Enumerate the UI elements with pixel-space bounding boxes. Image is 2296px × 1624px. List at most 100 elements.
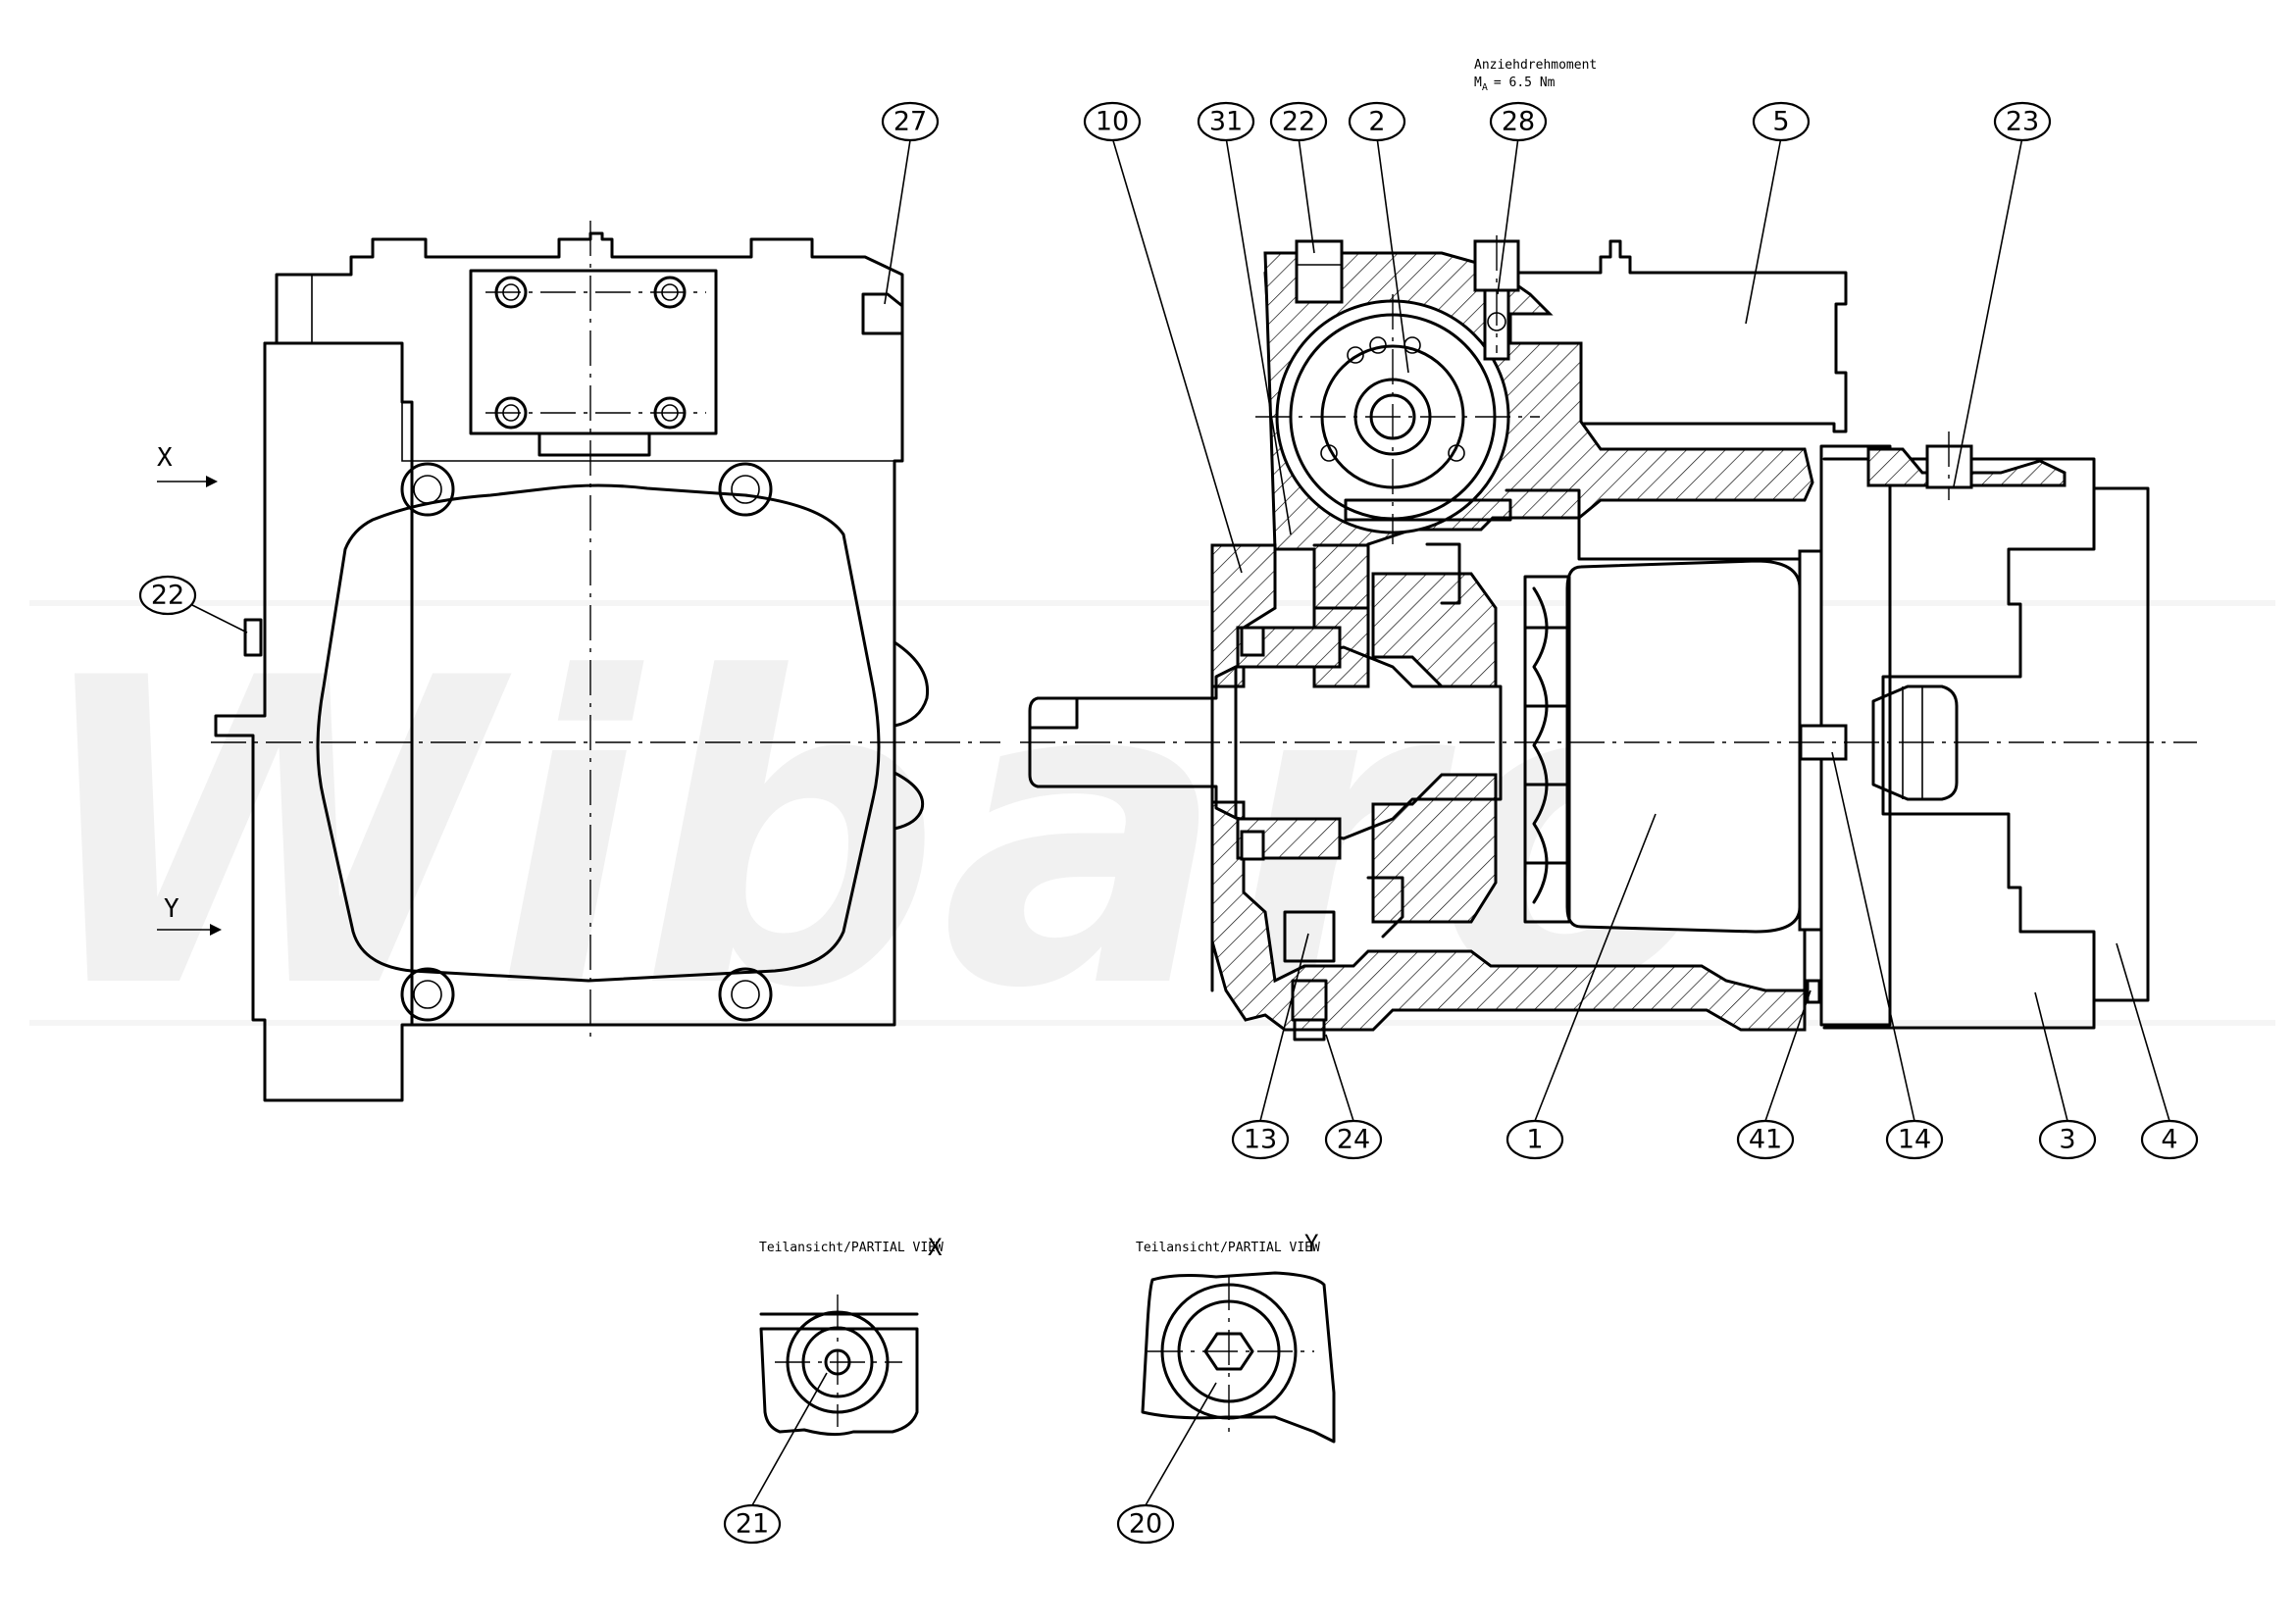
callout-22-top: 22 [1269,101,1328,142]
callout-5: 5 [1752,101,1811,142]
part-2-gear-pump-port [1448,444,1465,462]
callout-5-text: 5 [1772,107,1789,137]
part-13-pin [1283,910,1336,963]
callout-28-text: 28 [1502,107,1535,137]
watermark-band [29,600,2275,606]
callout-22-left: 22 [138,575,197,616]
leader-28 [1497,136,1519,295]
callout-23-text: 23 [2006,107,2039,137]
part-41-oring [1806,979,1821,1004]
partial-view-y-letter: Y [1304,1230,1319,1257]
view-arrow-y-head [210,924,222,936]
partial-view-x: Teilansicht/PARTIAL VIEW X [759,1234,944,1437]
callout-20: 20 [1116,1503,1175,1545]
callout-41: 41 [1736,1119,1795,1160]
callout-14: 14 [1885,1119,1944,1160]
callout-31-text: 31 [1209,107,1243,137]
part-1-cylinder-block [1565,559,1802,934]
callout-20-text: 20 [1129,1509,1162,1540]
bottom-bracket [1366,876,1404,939]
leader-10 [1111,136,1243,574]
end-view: X Y [157,221,1000,1102]
callout-24-text: 24 [1337,1125,1370,1155]
torque-note-line2: MA = 6.5 Nm [1474,76,1556,93]
callout-4: 4 [2140,1119,2199,1160]
callout-21-text: 21 [736,1509,769,1540]
partial-view-y-caption: Teilansicht/PARTIAL VIEW [1136,1241,1320,1255]
part-31-detail [1312,498,1512,610]
callout-41-text: 41 [1749,1125,1782,1155]
partial-view-y: Teilansicht/PARTIAL VIEW Y [1136,1230,1336,1444]
leader-5 [1745,136,1782,325]
partial-view-x-outline [759,1312,919,1437]
leader-3 [2034,991,2068,1122]
leader-23 [1953,136,2023,487]
input-shaft-body [1234,645,1503,840]
callout-2-text: 2 [1368,107,1385,137]
end-view-corner-bolt [400,462,455,517]
seal-top [1240,626,1265,657]
end-view-port-22 [243,618,263,657]
end-view-corner-bolt [718,462,773,517]
callout-21: 21 [723,1503,782,1545]
end-view-right-boss [893,640,930,728]
part-31-detail-bracket [1425,542,1461,605]
leader-27 [884,139,911,305]
partial-view-y-outline [1141,1271,1336,1444]
leader-20 [1145,1382,1217,1506]
view-arrow-x-head [206,476,218,487]
callout-22-top-text: 22 [1282,107,1315,137]
callout-27-text: 27 [893,107,927,137]
part-5-housing [1263,239,1848,433]
lower-housing-outline [1210,543,1277,992]
callout-10: 10 [1083,101,1142,142]
leader-31 [1225,136,1292,535]
part-2-gear-pump-port [1369,336,1387,354]
section-view [1020,235,2197,1041]
callout-28: 28 [1489,101,1548,142]
partial-view-x-letter: X [928,1234,943,1261]
callout-22-left-text: 22 [151,581,184,611]
seal-bottom [1240,830,1265,861]
callout-27: 27 [881,101,940,142]
part-10-housing-bottom-section [1210,800,1807,1032]
part-2-gear-pump-port [1320,444,1338,462]
end-view-top-plate [469,269,718,435]
part-24-fitting [1291,979,1328,1041]
callout-31: 31 [1197,101,1255,142]
leader-2 [1376,136,1409,374]
leader-13 [1259,933,1309,1122]
leader-1 [1534,813,1657,1122]
callout-23: 23 [1993,101,2052,142]
part-1-piston-bodies [1532,586,1549,904]
view-arrow-x-label: X [157,443,173,473]
callout-24: 24 [1324,1119,1383,1160]
torque-note-value: = 6.5 Nm [1494,76,1556,90]
part-2-gear-pump-port [1347,346,1364,364]
end-view-inner-step [311,275,894,462]
watermark-band [29,1020,2275,1026]
end-view-corner-bolt [718,967,773,1022]
callout-13-text: 13 [1244,1125,1277,1155]
end-view-housing [214,231,904,1102]
callout-3: 3 [2038,1119,2097,1160]
part-22-bolt [1295,239,1344,304]
end-view-right-boss [893,771,925,831]
leader-24 [1325,1034,1354,1122]
torque-note-subscript: A [1482,82,1488,93]
view-arrow-y-label: Y [164,894,179,924]
torque-note-symbol: M [1474,76,1482,90]
leader-41 [1764,990,1811,1122]
callout-14-text: 14 [1898,1125,1931,1155]
input-shaft [1028,665,1238,820]
end-view-port-27 [861,292,904,335]
callout-1-text: 1 [1526,1125,1543,1155]
leader-lines [191,136,2170,1506]
end-view-cover [316,483,881,983]
end-view-top-plate-base [537,431,651,457]
callout-2: 2 [1348,101,1406,142]
leader-14 [1831,751,1915,1122]
callout-13: 13 [1231,1119,1290,1160]
leader-22-left [191,604,248,634]
